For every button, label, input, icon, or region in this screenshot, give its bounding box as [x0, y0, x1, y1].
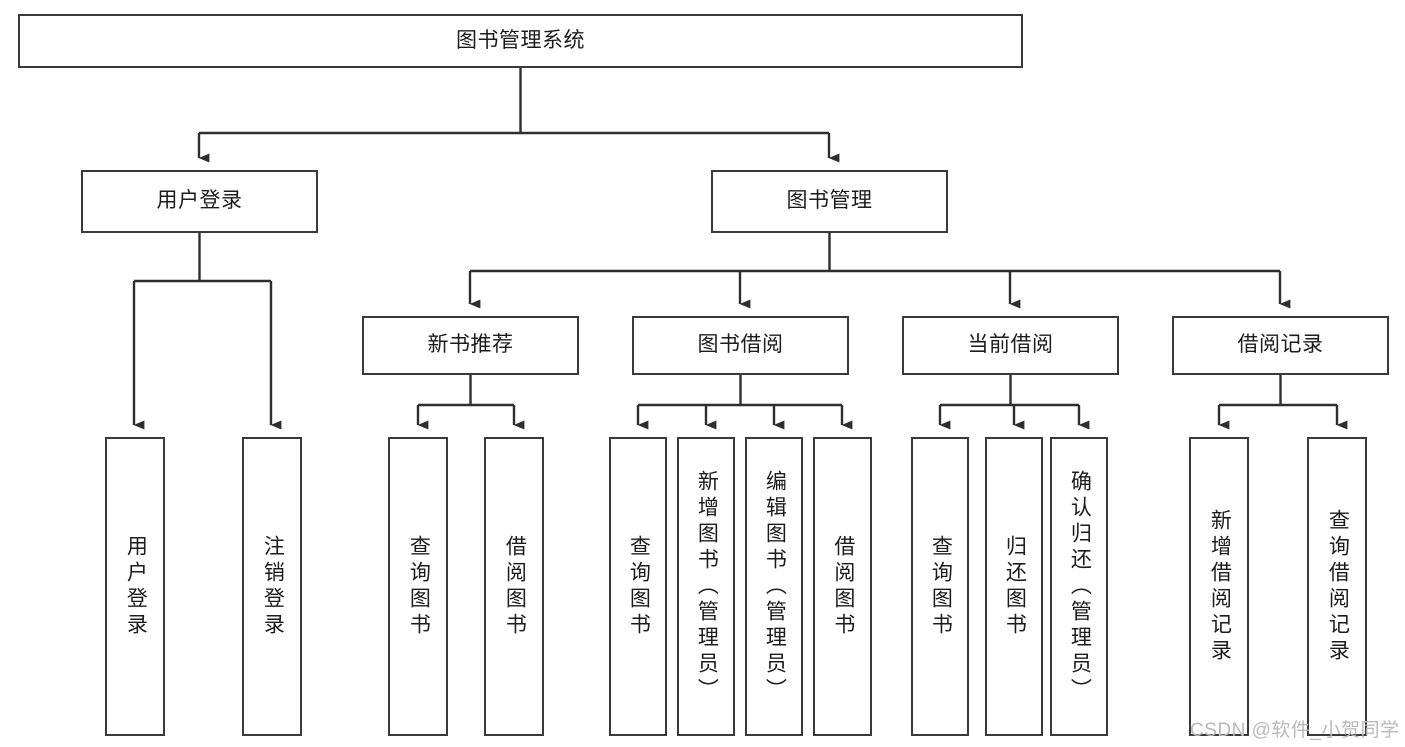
node-label: 查询图书: [627, 534, 651, 639]
node-label: 借阅图书: [831, 534, 855, 639]
node-current-borrow[interactable]: 当前借阅: [902, 316, 1119, 375]
node-book-management[interactable]: 图书管理: [711, 170, 948, 233]
node-label: 新增图书（管理员）: [695, 469, 719, 704]
node-label: 查询图书: [929, 534, 953, 639]
node-label: 借阅图书: [503, 534, 527, 639]
node-user-login[interactable]: 用户登录: [81, 170, 318, 233]
node-label: 注销登录: [261, 534, 285, 639]
node-label: 编辑图书（管理员）: [763, 469, 787, 704]
node-label: 借阅记录: [1237, 333, 1324, 357]
node-leaf-query-borrow-record[interactable]: 查询借阅记录: [1307, 437, 1367, 736]
node-label: 新增借阅记录: [1208, 508, 1232, 665]
node-leaf-query-book-new[interactable]: 查询图书: [388, 437, 448, 736]
node-leaf-query-book-borrow[interactable]: 查询图书: [609, 437, 667, 736]
node-label: 确认归还（管理员）: [1068, 469, 1092, 704]
node-leaf-add-borrow-record[interactable]: 新增借阅记录: [1189, 437, 1249, 736]
node-label: 查询借阅记录: [1326, 508, 1350, 665]
node-label: 图书借阅: [697, 333, 784, 357]
node-leaf-logout[interactable]: 注销登录: [242, 437, 302, 736]
node-root-book-management-system[interactable]: 图书管理系统: [18, 14, 1023, 68]
csdn-watermark: CSDN @软件_小贺同学: [1190, 720, 1400, 741]
node-leaf-user-login[interactable]: 用户登录: [105, 437, 165, 736]
node-leaf-add-book-admin[interactable]: 新增图书（管理员）: [677, 437, 735, 736]
node-leaf-confirm-return-admin[interactable]: 确认归还（管理员）: [1050, 437, 1108, 736]
node-borrow-records[interactable]: 借阅记录: [1172, 316, 1389, 375]
node-book-borrow[interactable]: 图书借阅: [632, 316, 849, 375]
node-label: 用户登录: [156, 189, 243, 213]
node-leaf-borrow-book-new[interactable]: 借阅图书: [484, 437, 544, 736]
node-leaf-lend-book[interactable]: 借阅图书: [813, 437, 872, 736]
node-new-book-recommend[interactable]: 新书推荐: [362, 316, 579, 375]
node-label: 用户登录: [124, 534, 148, 639]
node-label: 新书推荐: [427, 333, 514, 357]
node-label: 图书管理系统: [456, 28, 585, 52]
node-label: 当前借阅: [967, 333, 1054, 357]
node-leaf-edit-book-admin[interactable]: 编辑图书（管理员）: [745, 437, 803, 736]
node-leaf-return-book[interactable]: 归还图书: [985, 437, 1043, 736]
node-label: 查询图书: [407, 534, 431, 639]
node-label: 图书管理: [786, 189, 873, 213]
node-leaf-query-book-current[interactable]: 查询图书: [911, 437, 969, 736]
node-label: 归还图书: [1003, 534, 1027, 639]
